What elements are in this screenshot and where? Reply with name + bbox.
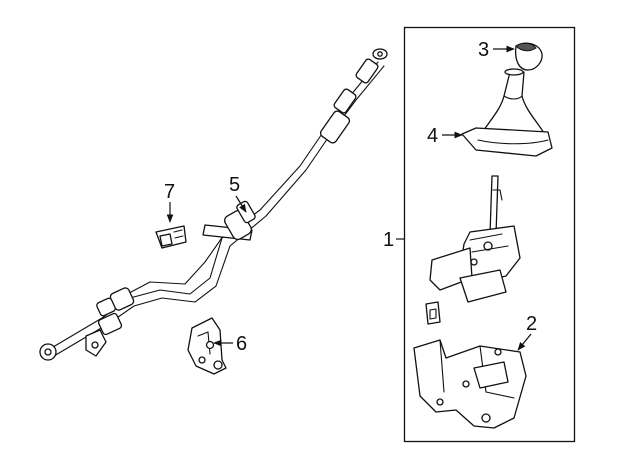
callout-7-label: 7	[164, 181, 175, 203]
callout-6: 6	[213, 333, 247, 355]
callout-3: 3	[478, 39, 515, 61]
assembly-frame	[403, 26, 576, 443]
base-housing[interactable]	[413, 339, 527, 429]
shifter-assembly[interactable]	[429, 175, 521, 303]
callout-2-label: 2	[526, 313, 537, 335]
cable-clip[interactable]	[155, 225, 187, 249]
callout-3-label: 3	[478, 39, 489, 61]
callout-2: 2	[517, 313, 537, 351]
callout-4-label: 4	[427, 125, 438, 147]
callout-1: 1	[383, 229, 404, 251]
callout-4: 4	[427, 125, 463, 147]
shift-boot[interactable]	[461, 68, 553, 157]
shift-cable[interactable]	[39, 48, 388, 361]
callout-1-label: 1	[383, 229, 394, 251]
callout-5-label: 5	[229, 174, 240, 196]
callout-5: 5	[229, 174, 247, 213]
shift-knob[interactable]	[514, 42, 543, 71]
bushing[interactable]	[425, 301, 441, 325]
callout-6-label: 6	[236, 333, 247, 355]
callout-7: 7	[164, 181, 175, 223]
cable-bracket[interactable]	[187, 317, 227, 375]
